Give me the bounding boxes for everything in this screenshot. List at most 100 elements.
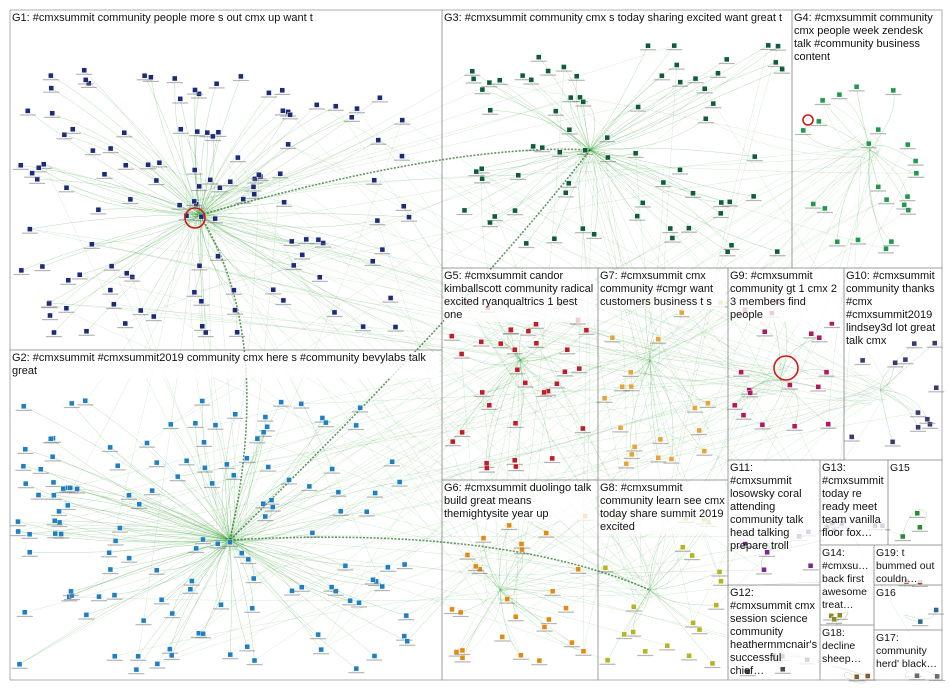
node[interactable] (47, 312, 53, 319)
node[interactable] (65, 502, 71, 509)
node[interactable] (640, 200, 646, 206)
node[interactable] (122, 162, 129, 168)
node[interactable] (240, 196, 247, 202)
node[interactable] (566, 127, 573, 133)
node[interactable] (156, 160, 163, 166)
node[interactable] (602, 565, 609, 571)
node[interactable] (83, 77, 89, 83)
node[interactable] (545, 68, 551, 74)
node[interactable] (140, 617, 147, 624)
node[interactable] (244, 455, 250, 461)
node[interactable] (580, 425, 586, 432)
node[interactable] (338, 508, 344, 514)
node[interactable] (836, 91, 843, 98)
node[interactable] (696, 427, 702, 434)
node[interactable] (623, 461, 629, 467)
node[interactable] (374, 217, 381, 224)
node[interactable] (904, 193, 911, 200)
node[interactable] (773, 59, 779, 66)
node[interactable] (810, 201, 816, 207)
node[interactable] (86, 80, 92, 87)
node[interactable] (201, 439, 207, 445)
node[interactable] (664, 643, 670, 649)
node[interactable] (52, 518, 58, 524)
node[interactable] (202, 329, 209, 336)
node[interactable] (187, 586, 194, 592)
node[interactable] (27, 549, 33, 555)
node[interactable] (329, 466, 335, 472)
node[interactable] (175, 473, 181, 480)
node[interactable] (126, 555, 132, 561)
node[interactable] (67, 485, 74, 491)
node[interactable] (176, 202, 183, 208)
node[interactable] (473, 563, 479, 570)
node[interactable] (692, 405, 698, 411)
node[interactable] (126, 492, 132, 498)
node[interactable] (251, 191, 257, 198)
node[interactable] (808, 331, 814, 337)
node[interactable] (215, 253, 221, 259)
node[interactable] (385, 564, 391, 570)
node[interactable] (689, 552, 695, 559)
node[interactable] (214, 541, 221, 547)
node[interactable] (715, 70, 721, 76)
node[interactable] (48, 436, 54, 442)
node[interactable] (379, 583, 385, 590)
node[interactable] (333, 103, 339, 109)
node[interactable] (750, 193, 757, 200)
node[interactable] (401, 561, 408, 568)
node[interactable] (601, 395, 608, 401)
node[interactable] (108, 263, 115, 269)
node[interactable] (46, 300, 52, 307)
node[interactable] (747, 390, 753, 396)
node[interactable] (265, 464, 271, 470)
node[interactable] (889, 439, 896, 445)
node[interactable] (716, 569, 723, 575)
node[interactable] (299, 584, 305, 590)
node[interactable] (95, 207, 102, 213)
node[interactable] (318, 646, 324, 653)
node[interactable] (244, 644, 250, 650)
node[interactable] (551, 235, 558, 242)
node[interactable] (370, 258, 376, 264)
node[interactable] (536, 657, 543, 664)
node[interactable] (18, 267, 25, 274)
node[interactable] (264, 424, 270, 430)
node[interactable] (51, 492, 57, 498)
node[interactable] (621, 631, 627, 638)
node[interactable] (914, 510, 920, 516)
node[interactable] (319, 415, 326, 421)
node[interactable] (35, 492, 42, 498)
node[interactable] (61, 131, 68, 138)
node[interactable] (245, 556, 252, 563)
node[interactable] (459, 647, 466, 654)
node[interactable] (112, 538, 119, 544)
node[interactable] (484, 465, 490, 471)
node[interactable] (807, 563, 814, 569)
node[interactable] (232, 411, 238, 417)
node[interactable] (816, 335, 822, 341)
node[interactable] (323, 419, 329, 426)
node[interactable] (210, 133, 216, 140)
node[interactable] (235, 154, 241, 161)
node[interactable] (280, 108, 286, 114)
node[interactable] (901, 202, 907, 208)
node[interactable] (583, 327, 590, 333)
node[interactable] (114, 463, 121, 469)
node[interactable] (277, 170, 283, 177)
node[interactable] (191, 198, 197, 205)
node[interactable] (692, 75, 699, 82)
node[interactable] (703, 115, 709, 122)
node[interactable] (56, 519, 63, 526)
node[interactable] (39, 263, 46, 270)
node[interactable] (690, 190, 696, 196)
node[interactable] (23, 480, 29, 487)
node[interactable] (83, 328, 90, 334)
node[interactable] (133, 666, 140, 673)
node[interactable] (508, 327, 514, 333)
node[interactable] (449, 333, 455, 339)
node[interactable] (232, 307, 238, 313)
node[interactable] (360, 323, 366, 330)
node[interactable] (512, 347, 518, 353)
node[interactable] (227, 178, 234, 185)
